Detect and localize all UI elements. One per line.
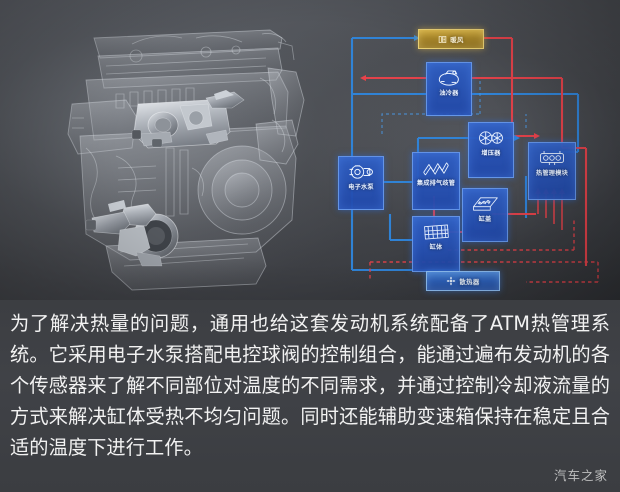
cylinder-head-icon [473, 197, 498, 211]
cylinder-block-icon [424, 224, 449, 240]
node-exhaust-manifold-label: 集成排气歧管 [416, 180, 456, 187]
node-cylinder-block[interactable]: 缸体 [412, 216, 460, 272]
oil-cooler-icon [438, 70, 459, 86]
node-oil-cooler[interactable]: 油冷器 [426, 62, 472, 116]
node-radiator-label: 散热器 [459, 277, 480, 286]
node-water-pump-label: 电子水泵 [348, 184, 374, 191]
thermal-management-diagram: 暖风 油冷器 [330, 18, 620, 300]
node-water-pump[interactable]: 电子水泵 [338, 156, 384, 210]
exhaust-manifold-icon [423, 162, 449, 176]
engine-illustration [20, 8, 320, 298]
water-pump-icon [349, 165, 373, 179]
node-oil-cooler-label: 油冷器 [439, 90, 459, 97]
node-heater[interactable]: 暖风 [418, 29, 484, 49]
node-turbocharger[interactable]: 增压器 [468, 122, 514, 178]
turbocharger-icon [479, 131, 503, 145]
cold-arrow-heads [414, 35, 520, 141]
thermal-module-icon [540, 150, 564, 166]
site-watermark: 汽车之家 [553, 468, 608, 483]
node-radiator[interactable]: 散热器 [426, 271, 500, 291]
caption-text: 为了解决热量的问题，通用也给这套发动机系统配备了ATM热管理系统。它采用电子水泵… [10, 312, 610, 459]
caption-block: 为了解决热量的问题，通用也给这套发动机系统配备了ATM热管理系统。它采用电子水泵… [0, 300, 620, 492]
fan-icon [446, 276, 456, 286]
hero-image: 暖风 油冷器 [0, 0, 620, 300]
node-thermal-module[interactable]: 热管理模块 [528, 142, 576, 200]
hot-return-lines [369, 218, 599, 283]
node-thermal-module-label: 热管理模块 [536, 170, 568, 177]
node-heater-label: 暖风 [450, 35, 464, 44]
node-cylinder-block-label: 缸体 [429, 244, 443, 251]
heater-icon [438, 35, 447, 43]
node-cylinder-head[interactable]: 缸盖 [462, 188, 508, 242]
node-exhaust-manifold[interactable]: 集成排气歧管 [412, 152, 460, 210]
node-turbocharger-label: 增压器 [481, 150, 501, 157]
node-cylinder-head-label: 缸盖 [478, 216, 492, 223]
